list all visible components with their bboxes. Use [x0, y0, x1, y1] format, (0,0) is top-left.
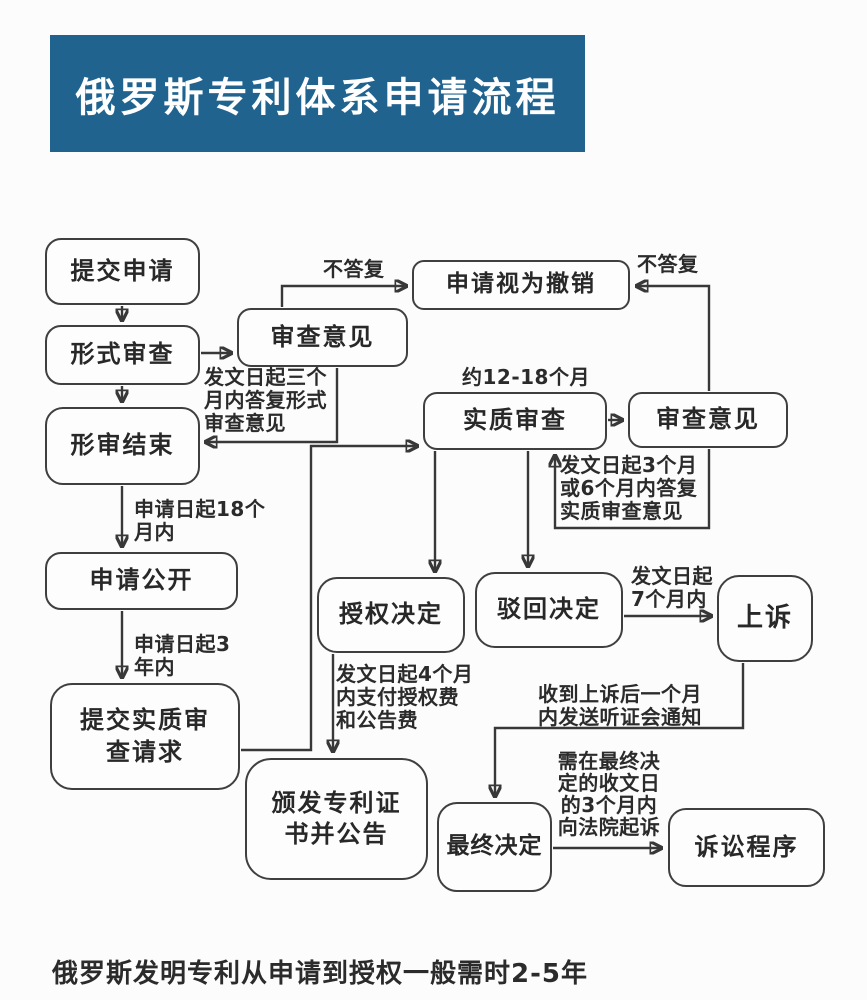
node-issue-certificate-announce: 颁发专利证书并公告 [245, 758, 428, 880]
label-reply-substantive-3-or-6-months: 发文日起3个月或6个月内答复实质审查意见 [560, 453, 698, 523]
node-label: 颁发专利证书并公告 [271, 788, 402, 848]
node-label: 提交实质审查请求 [80, 706, 210, 766]
node-label: 审查意见 [656, 405, 760, 434]
node-label: 最终决定 [446, 833, 543, 860]
node-submit-application: 提交申请 [45, 238, 200, 305]
node-label: 申请公开 [89, 566, 194, 595]
arrow-opinion2-reply-to-substantive [555, 449, 711, 530]
node-rejection-decision: 驳回决定 [475, 572, 623, 648]
node-label: 提交申请 [70, 256, 175, 285]
label-no-reply-right: 不答复 [637, 252, 699, 276]
node-grant-decision: 授权决定 [317, 577, 465, 653]
node-submit-substantive-request: 提交实质审查请求 [50, 683, 240, 790]
arrow-submit-request-to-substantive [241, 446, 417, 752]
node-label: 上诉 [736, 602, 793, 633]
node-label: 实质审查 [463, 406, 567, 435]
label-within-18-months-of-filing: 申请日起18个月内 [134, 497, 266, 544]
node-application-publication: 申请公开 [45, 552, 238, 610]
node-appeal: 上诉 [717, 575, 813, 662]
label-approx-12-18-months: 约12-18个月 [462, 365, 590, 389]
arrow-opinion-noreply-to-withdrawn [280, 286, 406, 307]
node-examination-opinion-formal: 审查意见 [237, 308, 408, 367]
node-litigation-procedure: 诉讼程序 [668, 808, 825, 887]
label-reply-formal-within-3-months: 发文日起三个月内答复形式审查意见 [204, 365, 327, 435]
arrow-opinion2-noreply-to-withdrawn [637, 286, 711, 391]
node-formal-examination: 形式审查 [45, 325, 200, 385]
bottom-caption: 俄罗斯发明专利从申请到授权一般需时2-5年 [52, 959, 588, 989]
node-label: 审查意见 [270, 322, 375, 351]
label-hearing-notice-one-month: 收到上诉后一个月内发送听证会通知 [538, 682, 702, 729]
node-substantive-examination: 实质审查 [423, 392, 607, 450]
node-examination-opinion-substantive: 审查意见 [628, 392, 788, 448]
node-formal-examination-end: 形审结束 [45, 407, 200, 485]
node-label: 申请视为撤销 [446, 271, 596, 298]
node-label: 形式审查 [70, 340, 175, 369]
label-no-reply-left: 不答复 [323, 257, 385, 281]
node-application-deemed-withdrawn: 申请视为撤销 [412, 260, 630, 310]
label-within-7-months-of-issue: 发文日起7个月内 [631, 564, 713, 611]
page-title: 俄罗斯专利体系申请流程 [75, 73, 560, 121]
label-court-within-3-months: 需在最终决定的收文日的3个月内向法院起诉 [557, 749, 661, 839]
arrow-opinion-reply-to-formal-end [206, 368, 339, 442]
node-label: 授权决定 [339, 600, 443, 629]
arrow-appeal-to-final [495, 663, 745, 796]
label-pay-grant-fee-4-months: 发文日起4个月内支付授权费和公告费 [336, 662, 474, 732]
label-within-3-years-of-filing: 申请日起3年内 [134, 632, 231, 679]
node-label: 驳回决定 [497, 595, 601, 624]
node-final-decision: 最终决定 [437, 802, 552, 892]
title-banner: 俄罗斯专利体系申请流程 [50, 35, 585, 152]
node-label: 诉讼程序 [694, 832, 799, 861]
node-label: 形审结束 [70, 431, 175, 460]
